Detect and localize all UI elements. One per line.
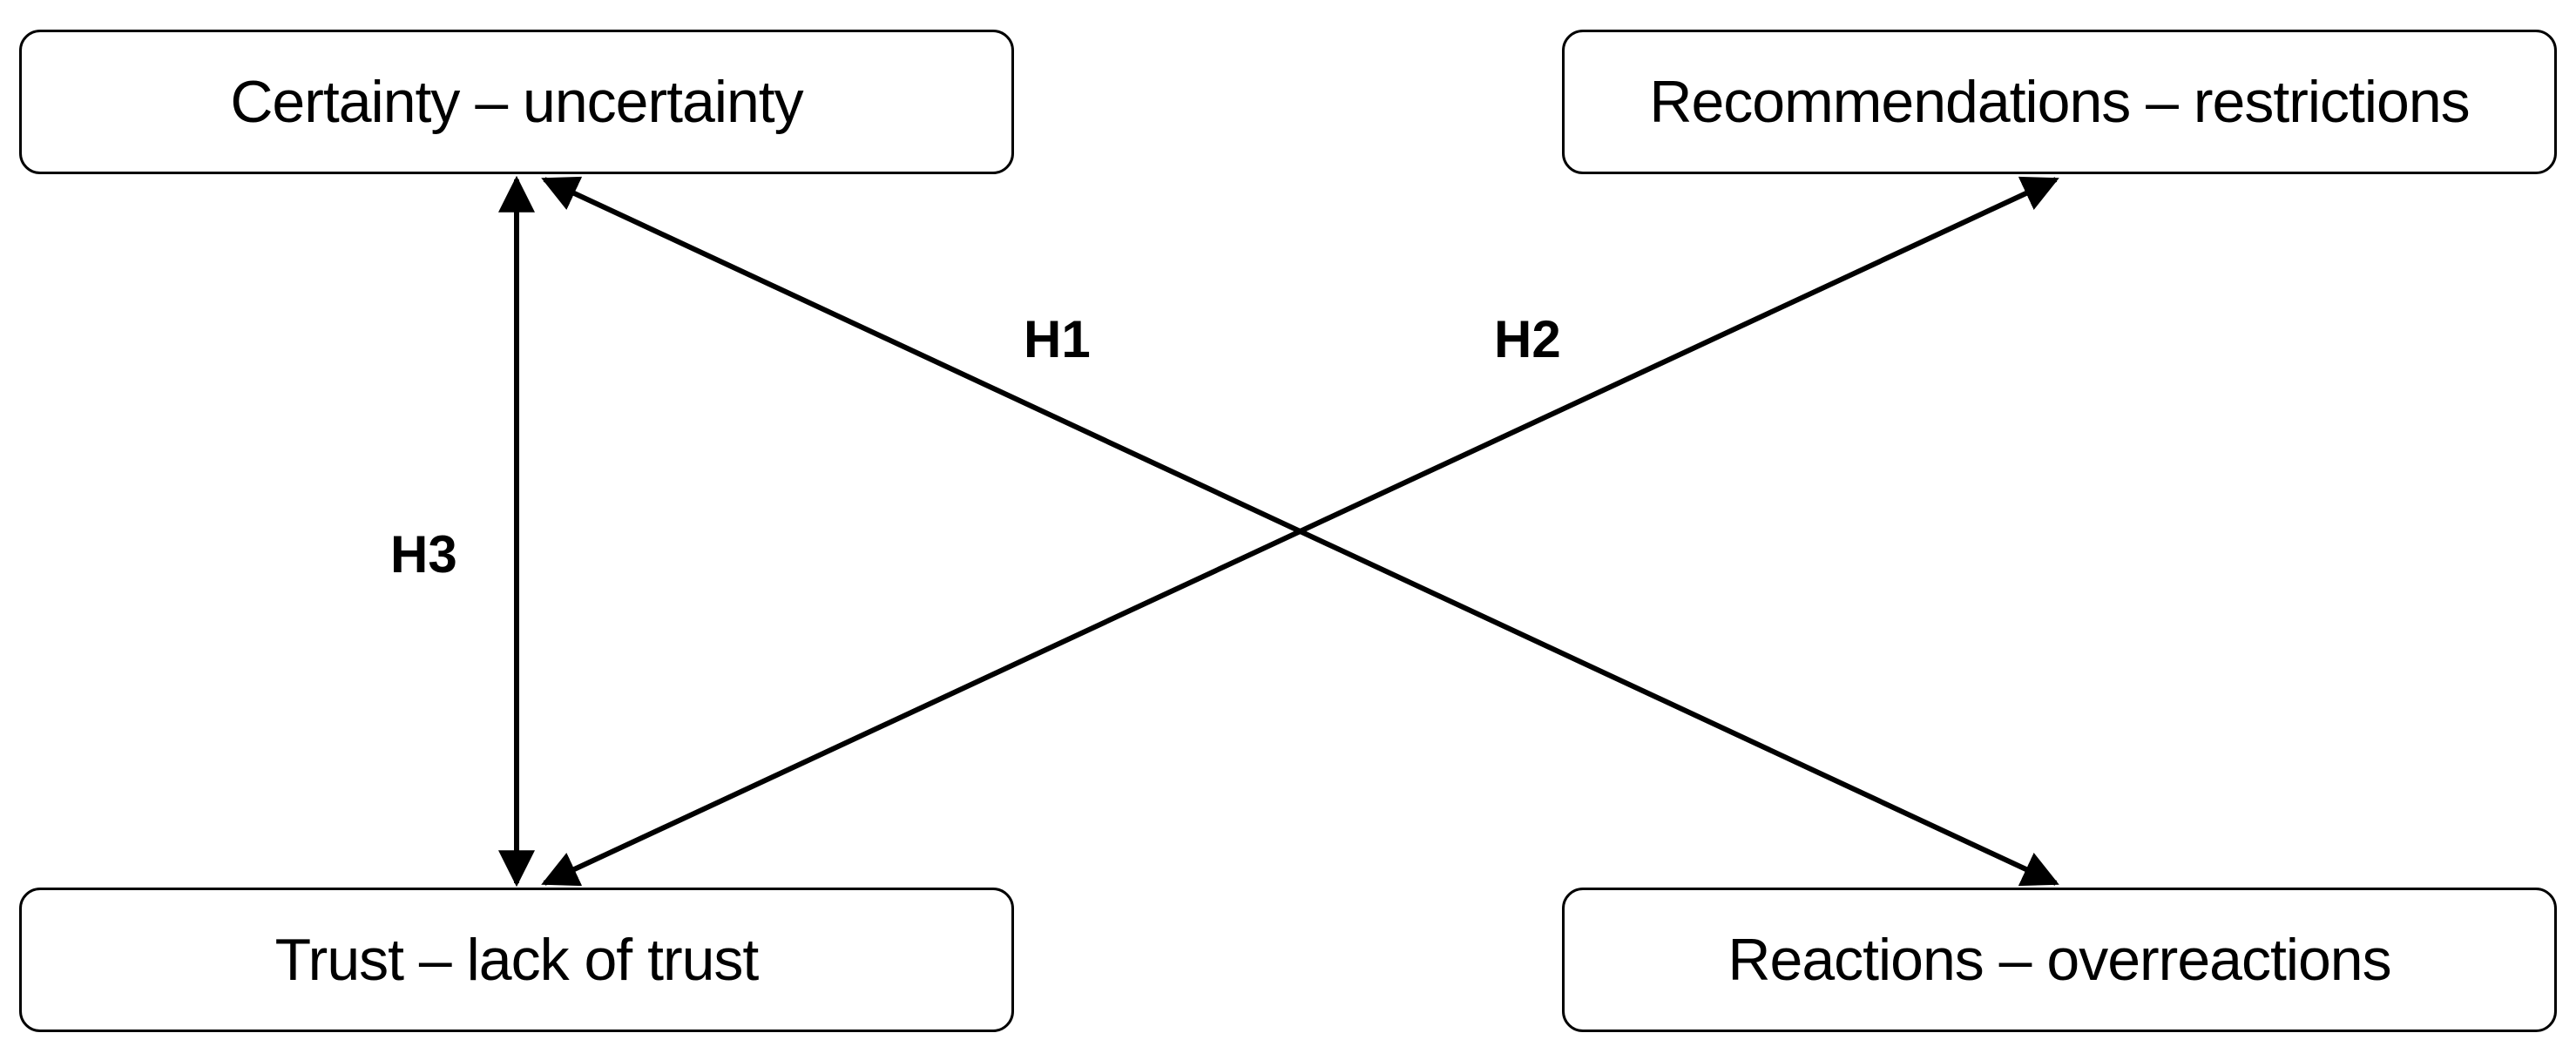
edge-label-h2: H2 — [1494, 310, 1561, 368]
node-label: Certainty – uncertainty — [230, 69, 803, 135]
node-recommendations-restrictions: Recommendations – restrictions — [1562, 30, 2557, 174]
node-certainty-uncertainty: Certainty – uncertainty — [19, 30, 1014, 174]
node-label: Reactions – overreactions — [1727, 927, 2391, 993]
node-label: Recommendations – restrictions — [1649, 69, 2470, 135]
node-label: Trust – lack of trust — [274, 927, 760, 993]
edge-h2-arrow — [541, 176, 2059, 887]
edge-label-h1: H1 — [1024, 310, 1091, 368]
node-reactions-overreactions: Reactions – overreactions — [1562, 888, 2557, 1032]
node-trust-lack-of-trust: Trust – lack of trust — [19, 888, 1014, 1032]
edge-label-h3: H3 — [390, 525, 457, 584]
